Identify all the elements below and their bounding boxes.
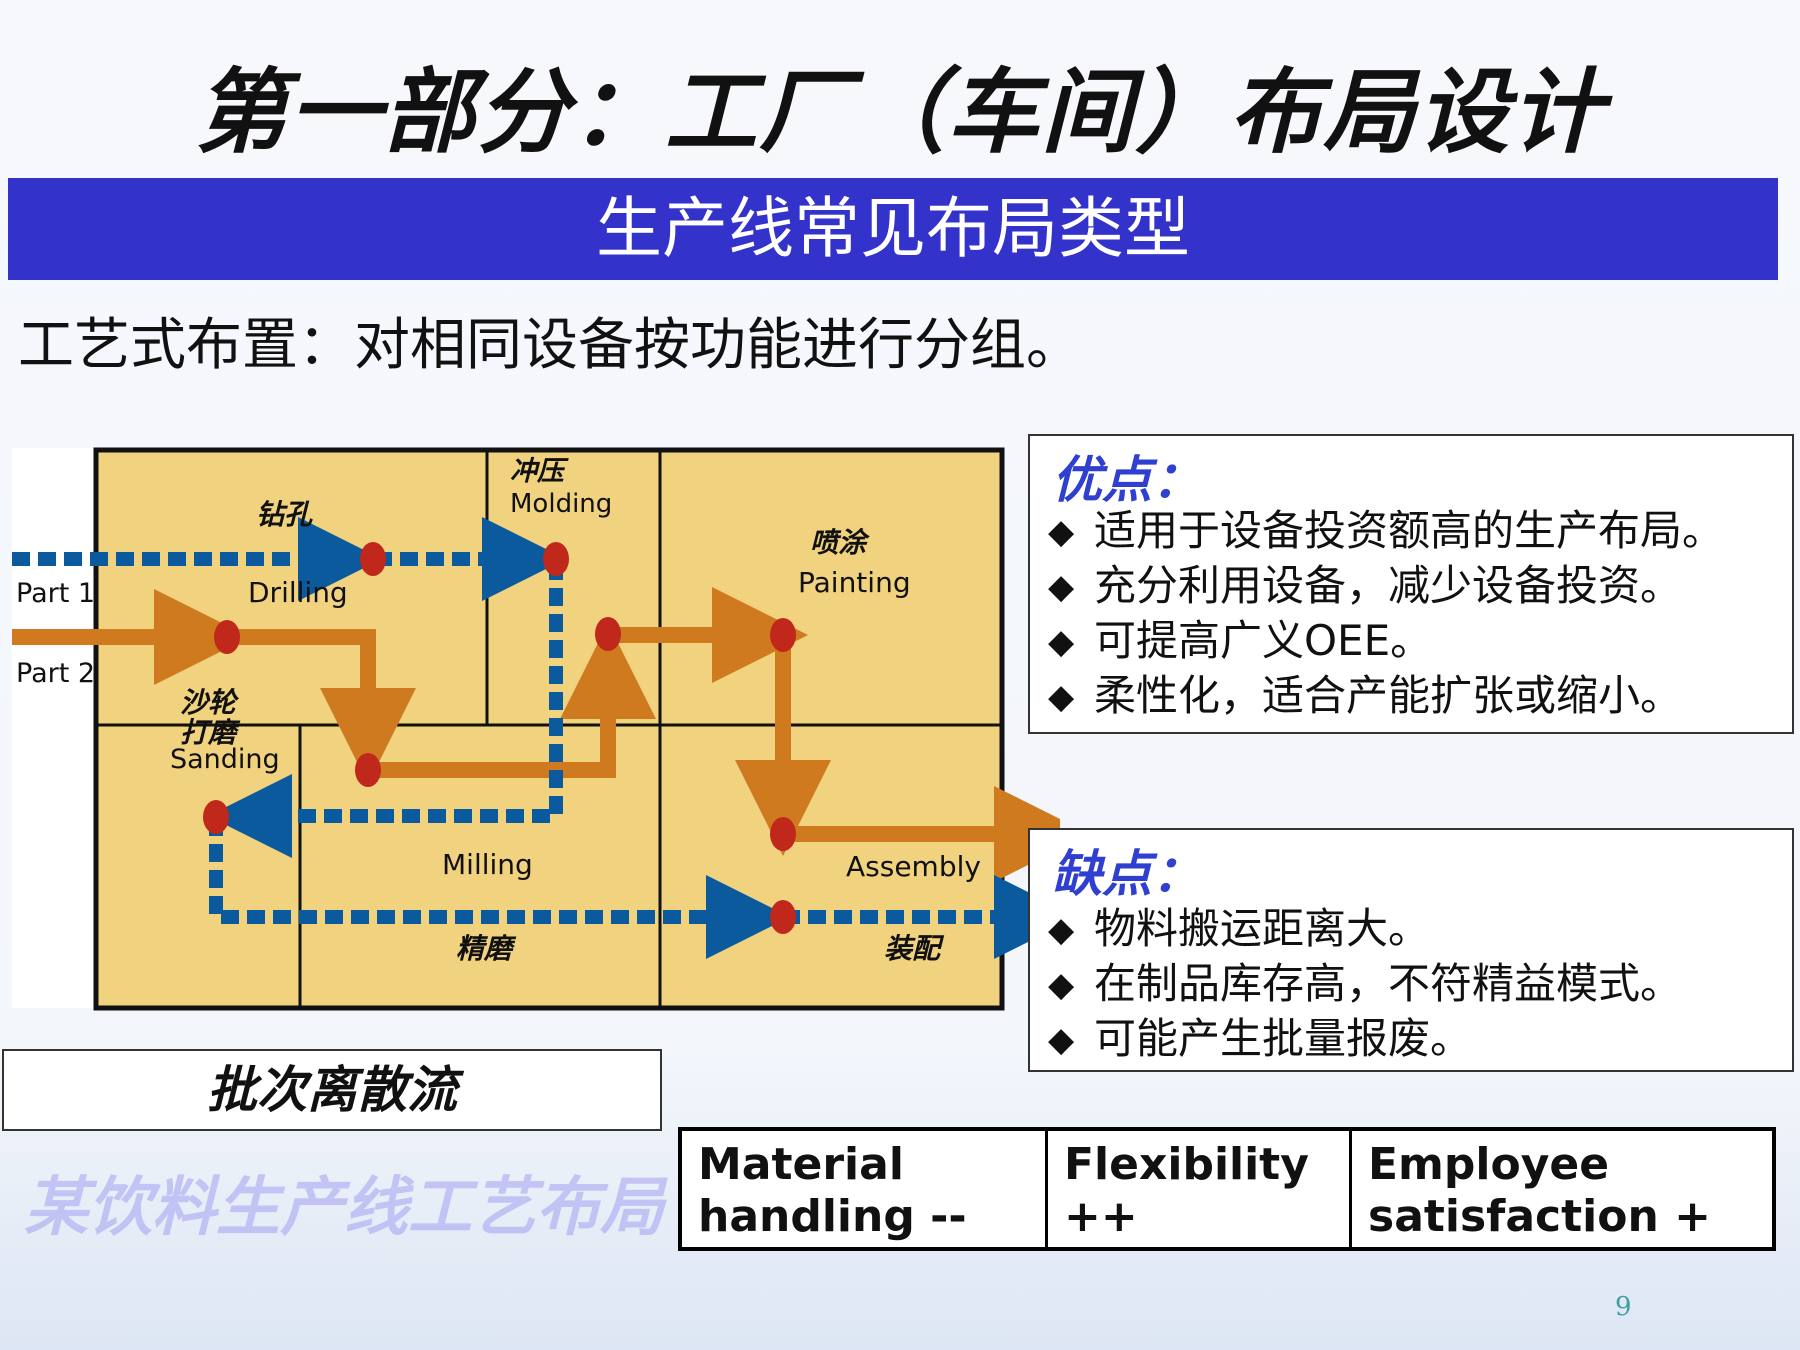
list-item: ◆物料搬运距离大。: [1048, 902, 1682, 957]
station-stamping-part2: [595, 617, 621, 651]
advantages-panel: 优点： ◆适用于设备投资额高的生产布局。 ◆充分利用设备，减少设备投资。 ◆可提…: [1028, 434, 1794, 734]
metric-material-handling: Material handling --: [682, 1131, 1048, 1247]
stamping-cn-label: 冲压: [510, 456, 569, 487]
diamond-bullet-icon: ◆: [1048, 512, 1075, 552]
sanding-en-label: Sanding: [170, 744, 280, 775]
station-drilling-part1: [360, 542, 386, 576]
station-assembly-part1: [770, 900, 796, 934]
diagram-caption-watermark: 某饮料生产线工艺布局: [24, 1171, 664, 1245]
sanding-cn-label-2: 打磨: [180, 716, 241, 749]
part1-flow: [12, 517, 1060, 959]
part2-flow: [12, 587, 1060, 882]
metric-employee-satisfaction: Employee satisfaction +: [1368, 1139, 1711, 1242]
diamond-bullet-icon: ◆: [1048, 622, 1075, 662]
disadvantages-panel: 缺点： ◆物料搬运距离大。 ◆在制品库存高，不符精益模式。 ◆可能产生批量报废。: [1028, 828, 1794, 1072]
page-title: 第一部分：工厂（车间）布局设计: [194, 59, 1605, 166]
milling-en-label: Milling: [442, 848, 533, 881]
diamond-bullet-icon: ◆: [1048, 677, 1075, 717]
page-number: 9: [1615, 1292, 1632, 1322]
station-drilling-part2: [214, 620, 240, 654]
station-stamping-part1: [543, 542, 569, 576]
painting-en-label: Painting: [798, 566, 911, 599]
disadvantages-title: 缺点：: [1052, 845, 1202, 903]
metrics-table: Material handling -- Flexibility ++ Empl…: [678, 1127, 1776, 1251]
diamond-bullet-icon: ◆: [1048, 1020, 1075, 1060]
diamond-bullet-icon: ◆: [1048, 910, 1075, 950]
diagram-margin: [12, 448, 96, 1008]
list-item: ◆在制品库存高，不符精益模式。: [1048, 957, 1682, 1012]
list-item: ◆适用于设备投资额高的生产布局。: [1048, 504, 1724, 559]
list-item: ◆可提高广义OEE。: [1048, 614, 1724, 669]
list-item: ◆柔性化，适合产能扩张或缩小。: [1048, 669, 1724, 724]
assembly-en-label: Assembly: [846, 850, 981, 883]
section-banner: 生产线常见布局类型: [8, 178, 1778, 280]
drilling-en-label: Drilling: [248, 576, 348, 609]
list-item: ◆充分利用设备，减少设备投资。: [1048, 559, 1724, 614]
part2-label: Part 2: [16, 658, 95, 689]
list-item: ◆可能产生批量报废。: [1048, 1012, 1682, 1067]
advantages-list: ◆适用于设备投资额高的生产布局。 ◆充分利用设备，减少设备投资。 ◆可提高广义O…: [1048, 504, 1724, 724]
diamond-bullet-icon: ◆: [1048, 965, 1075, 1005]
disadvantages-list: ◆物料搬运距离大。 ◆在制品库存高，不符精益模式。 ◆可能产生批量报废。: [1048, 902, 1682, 1067]
painting-cn-label: 喷涂: [810, 526, 870, 559]
advantages-title: 优点：: [1052, 451, 1202, 509]
work-stations: [203, 542, 796, 934]
station-painting: [770, 618, 796, 652]
layout-description: 工艺式布置：对相同设备按功能进行分组。: [18, 313, 1082, 378]
station-sanding: [203, 800, 229, 834]
sanding-cn-label-1: 沙轮: [180, 686, 240, 719]
process-layout-diagram: Part 1 Part 2 钻孔 Drilling 冲压 Molding 喷涂 …: [12, 447, 1060, 1011]
diamond-bullet-icon: ◆: [1048, 567, 1075, 607]
metric-flexibility: Flexibility ++: [1048, 1131, 1352, 1247]
assembly-cn-label: 装配: [884, 932, 945, 965]
stamping-en-label: Molding: [510, 489, 612, 519]
station-milling-part2: [355, 753, 381, 787]
milling-cn-label: 精磨: [456, 932, 517, 965]
part1-label: Part 1: [16, 578, 95, 609]
drilling-cn-label: 钻孔: [256, 498, 313, 531]
station-assembly-part2: [770, 817, 796, 851]
batch-flow-label: 批次离散流: [2, 1049, 662, 1131]
